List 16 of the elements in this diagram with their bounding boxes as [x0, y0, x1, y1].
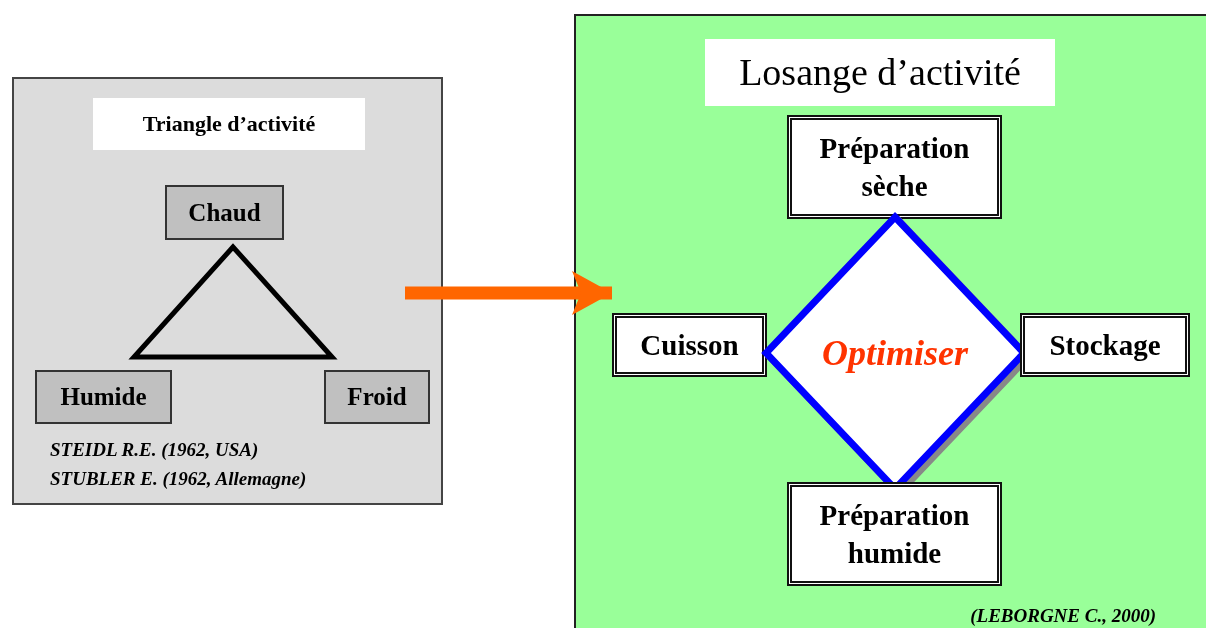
citation: (LEBORGNE C., 2000) — [970, 604, 1156, 628]
activity-box: Préparation sèche — [787, 115, 1002, 219]
citation: STEIDL R.E. (1962, USA) — [50, 438, 259, 462]
activity-box: Cuisson — [612, 313, 767, 377]
panel — [12, 77, 443, 505]
panel — [574, 14, 1206, 628]
panel-heading: Losange d’activité — [705, 39, 1055, 106]
activity-box: Préparation humide — [787, 482, 1002, 586]
category-box: Froid — [324, 370, 430, 424]
category-box: Humide — [35, 370, 172, 424]
arrow — [405, 271, 612, 315]
diamond-label: Optimiser — [821, 332, 970, 375]
category-box: Chaud — [165, 185, 284, 240]
citation: STUBLER E. (1962, Allemagne) — [50, 467, 307, 491]
panel-heading: Triangle d’activité — [93, 98, 365, 150]
activity-box: Stockage — [1020, 313, 1190, 377]
